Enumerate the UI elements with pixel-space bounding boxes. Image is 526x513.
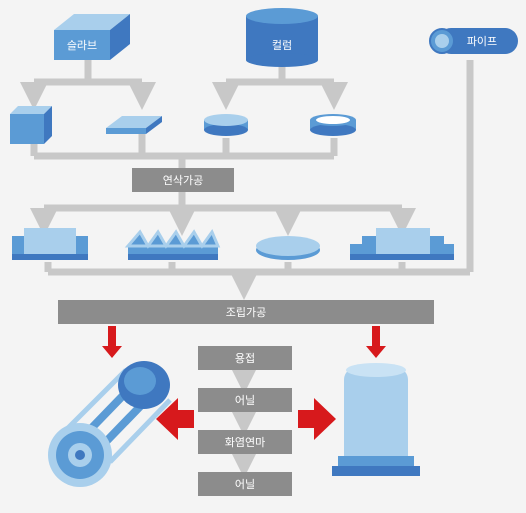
cut-block	[10, 106, 52, 144]
machined-toothed-plate	[124, 228, 221, 260]
red-arrow-right	[298, 398, 336, 440]
process-step-label: 화염연마	[225, 436, 265, 449]
process-step-annealing-final: 어닐	[198, 472, 292, 496]
assembly-stage-box: 조립가공	[58, 300, 434, 324]
pipe-tube: 파이프	[429, 28, 518, 54]
column-label: 컬럼	[272, 39, 292, 52]
machined-disc	[256, 236, 320, 260]
process-step-label: 용접	[235, 352, 255, 365]
cut-plate	[106, 116, 162, 134]
machined-stepped-block	[350, 228, 454, 260]
machining-stage-box: 연삭가공	[132, 168, 234, 192]
assembled-bell-jar	[332, 363, 420, 476]
cut-disc	[204, 114, 248, 136]
process-step-label: 어닐	[235, 478, 255, 491]
machined-flanged-block	[12, 228, 88, 260]
slab-label: 슬라브	[67, 39, 97, 52]
flow-lines	[19, 58, 474, 478]
process-step-annealing: 어닐	[198, 388, 292, 412]
slab-block: 슬라브	[54, 14, 130, 60]
red-arrow-left	[156, 398, 194, 440]
assembly-label: 조립가공	[226, 306, 266, 319]
process-step-flame-polishing: 화염연마	[198, 430, 292, 454]
process-step-welding: 용접	[198, 346, 292, 370]
assembled-rod-apparatus	[48, 361, 172, 487]
column-cylinder: 컬럼	[246, 8, 318, 67]
red-arrow-down-right	[366, 326, 386, 358]
cut-ring	[310, 114, 356, 136]
red-arrow-down-left	[102, 326, 122, 358]
pipe-label: 파이프	[467, 35, 497, 48]
process-step-label: 어닐	[235, 394, 255, 407]
machining-label: 연삭가공	[163, 174, 203, 187]
